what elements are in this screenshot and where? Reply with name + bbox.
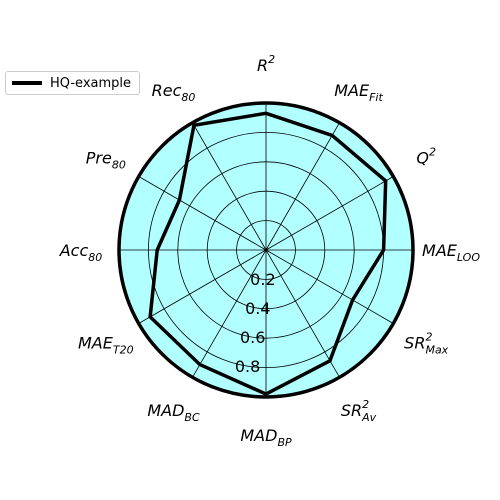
axis-label-maeloo: MAELOO (422, 241, 480, 264)
axis-label-maefit: MAEFit (334, 81, 383, 104)
grid-spoke (265, 122, 340, 251)
radial-tick-label: 0.6 (240, 328, 265, 347)
grid-spoke (138, 176, 267, 251)
radial-tick-label: 0.4 (245, 299, 270, 318)
grid-spoke (138, 249, 267, 324)
grid-spoke (192, 122, 267, 251)
legend: HQ-example (5, 71, 140, 95)
grid-spoke (265, 176, 394, 251)
legend-label: HQ-example (50, 75, 132, 91)
axis-label-maet20: MAET20 (78, 334, 134, 357)
radial-tick-label: 0.8 (235, 357, 260, 376)
radial-tick-labels: 0.2 0.4 0.6 0.8 (235, 270, 276, 376)
grid-spoke (265, 249, 394, 324)
grid-spoke (265, 249, 340, 378)
series-line-hq-example (148, 111, 388, 397)
polar-grid (117, 101, 415, 399)
series-layer (148, 111, 388, 397)
axis-label-madbp: MADBP (240, 426, 292, 449)
grid-spoke (192, 249, 267, 378)
axis-label-acc80: Acc80 (59, 241, 103, 264)
axis-label-madbc: MADBC (147, 401, 200, 424)
radial-tick-label: 0.2 (250, 270, 275, 289)
axis-label-qsq: Q2 (416, 146, 436, 168)
legend-line-swatch (12, 81, 42, 85)
axis-label-rec80: Rec80 (152, 81, 196, 104)
axis-label-rsq: R2 (257, 53, 275, 75)
polar-frame (117, 101, 415, 399)
axis-label-pre80: Pre80 (86, 149, 126, 172)
